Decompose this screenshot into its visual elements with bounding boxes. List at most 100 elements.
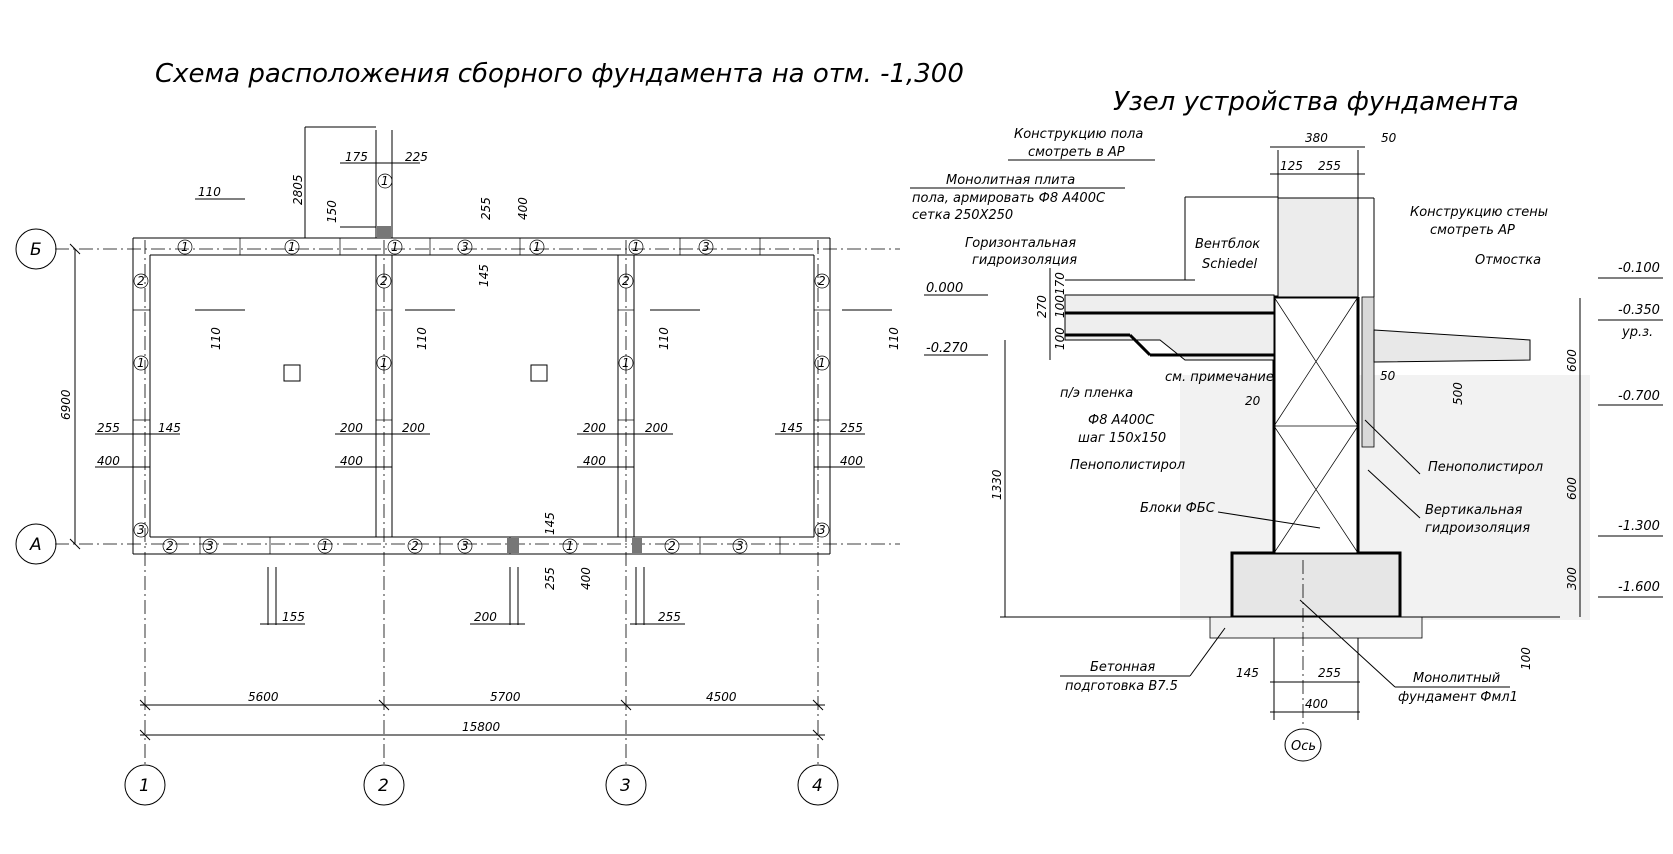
label-foam-l: Пенополистирол (1070, 458, 1185, 473)
dim-155: 155 (282, 610, 305, 624)
dim-255-l: 255 (97, 421, 120, 435)
dim-400-top: 400 (516, 197, 530, 220)
block-mark: 1 (618, 355, 634, 371)
svg-text:1: 1 (566, 539, 574, 553)
label-vent-1: Вентблок (1195, 237, 1260, 252)
svg-text:2: 2 (668, 539, 676, 553)
dim-100b: 100 (1053, 295, 1067, 318)
label-floor-2: смотреть в АР (1028, 145, 1125, 160)
dim-2805: 2805 (291, 174, 305, 205)
dim-255-top: 255 (479, 197, 493, 220)
block-mark: 2 (162, 538, 178, 554)
dim-200-bottom: 200 (474, 610, 497, 624)
detail-title: Узел устройства фундамента (1113, 87, 1519, 117)
level-035: -0.350 (1618, 303, 1660, 318)
svg-text:1: 1 (137, 356, 145, 370)
label-mono-1: Монолитный (1413, 671, 1500, 686)
svg-text:1: 1 (533, 240, 541, 254)
label-slab-2: пола, армировать Ф8 А400С (912, 191, 1106, 206)
label-base-2: подготовка В7.5 (1065, 679, 1178, 694)
svg-text:1: 1 (391, 240, 399, 254)
block-mark: 2 (618, 273, 634, 289)
dim-255-top: 255 (1318, 159, 1341, 173)
block-mark: 3 (698, 239, 714, 255)
label-foam-r: Пенополистирол (1428, 460, 1543, 475)
level-0: 0.000 (926, 281, 963, 296)
dim-255-bottom: 255 (1318, 666, 1341, 680)
dim-255-bottom: 255 (658, 610, 681, 624)
level-07: -0.700 (1618, 389, 1660, 404)
axis-b: Б (30, 240, 42, 260)
svg-text:3: 3 (206, 539, 214, 553)
label-floor: Конструкцию пола (1014, 127, 1143, 142)
dim-145-top: 145 (477, 264, 491, 287)
label-rebar-2: шаг 150х150 (1078, 431, 1166, 446)
level-13: -1.300 (1618, 519, 1660, 534)
detail-dimensions: 380 50 125 255 270 100 100 170 1330 600 … (990, 131, 1581, 762)
dim-1330: 1330 (990, 469, 1004, 500)
svg-text:1: 1 (181, 240, 189, 254)
svg-text:2: 2 (166, 539, 174, 553)
block-mark: 1 (284, 239, 300, 255)
axis-marker: Ось (1291, 739, 1316, 754)
svg-text:3: 3 (818, 523, 826, 537)
svg-text:1: 1 (288, 240, 296, 254)
block-mark: 2 (814, 273, 830, 289)
plan-foundation-walls (132, 130, 831, 555)
block-mark: 1 (628, 239, 644, 255)
dim-125: 125 (1280, 159, 1303, 173)
span-total: 15800 (462, 720, 501, 734)
label-otmostka: Отмостка (1475, 253, 1541, 268)
svg-text:1: 1 (321, 539, 329, 553)
svg-text:2: 2 (380, 274, 388, 288)
dim-400-m1: 400 (340, 454, 363, 468)
block-mark: 1 (177, 239, 193, 255)
dim-380: 380 (1305, 131, 1328, 145)
axis-4: 4 (812, 776, 823, 796)
dim-20: 20 (1245, 394, 1261, 408)
label-hydro-h-1: Горизонтальная (965, 236, 1076, 251)
level-027: -0.270 (926, 341, 968, 356)
label-vent-2: Schiedel (1202, 257, 1257, 272)
dim-145-r: 145 (780, 421, 803, 435)
label-film: п/э пленка (1060, 386, 1133, 401)
svg-text:1: 1 (632, 240, 640, 254)
svg-text:1: 1 (818, 356, 826, 370)
axis-3: 3 (620, 776, 631, 796)
dim-100: 100 (1053, 327, 1067, 350)
label-base-1: Бетонная (1090, 660, 1155, 675)
block-mark: 1 (387, 239, 403, 255)
svg-text:2: 2 (137, 274, 145, 288)
block-mark: 2 (664, 538, 680, 554)
dim-300: 300 (1565, 567, 1579, 590)
block-mark: 1 (377, 173, 393, 189)
svg-text:1: 1 (622, 356, 630, 370)
dim-255-r: 255 (840, 421, 863, 435)
svg-text:2: 2 (411, 539, 419, 553)
label-mono-2: фундамент Фмл1 (1398, 690, 1518, 705)
dim-500: 500 (1451, 382, 1465, 405)
dim-400-bottom: 400 (1305, 697, 1328, 711)
dim-270: 270 (1035, 295, 1049, 318)
svg-text:1: 1 (380, 356, 388, 370)
label-note: см. примечание (1165, 370, 1274, 385)
label-hydro-v-2: гидроизоляция (1425, 521, 1530, 536)
detail-levels: 0.000 -0.270 -0.100 -0.350 ур.з. -0.700 … (924, 261, 1663, 598)
dim-110-r3: 110 (657, 327, 671, 350)
label-hydro-v-1: Вертикальная (1425, 503, 1522, 518)
dim-200-c: 200 (583, 421, 606, 435)
block-mark: 1 (133, 355, 149, 371)
label-slab-3: сетка 250Х250 (912, 208, 1013, 223)
block-mark: 3 (457, 239, 473, 255)
plan-axis-lines (55, 240, 900, 765)
dim-150: 150 (325, 200, 339, 223)
plan-title: Схема расположения сборного фундамента н… (155, 59, 964, 89)
dim-110-r4: 110 (887, 327, 901, 350)
ground-label: ур.з. (1621, 325, 1653, 340)
plan-axis-bubbles: 1 2 3 4 Б А (15, 228, 839, 806)
dim-6900: 6900 (59, 389, 73, 420)
dim-600-b: 600 (1565, 477, 1579, 500)
plan-dimensions: 6900 175 225 2805 150 110 255 400 145 11… (59, 126, 901, 741)
block-mark: 3 (732, 538, 748, 554)
